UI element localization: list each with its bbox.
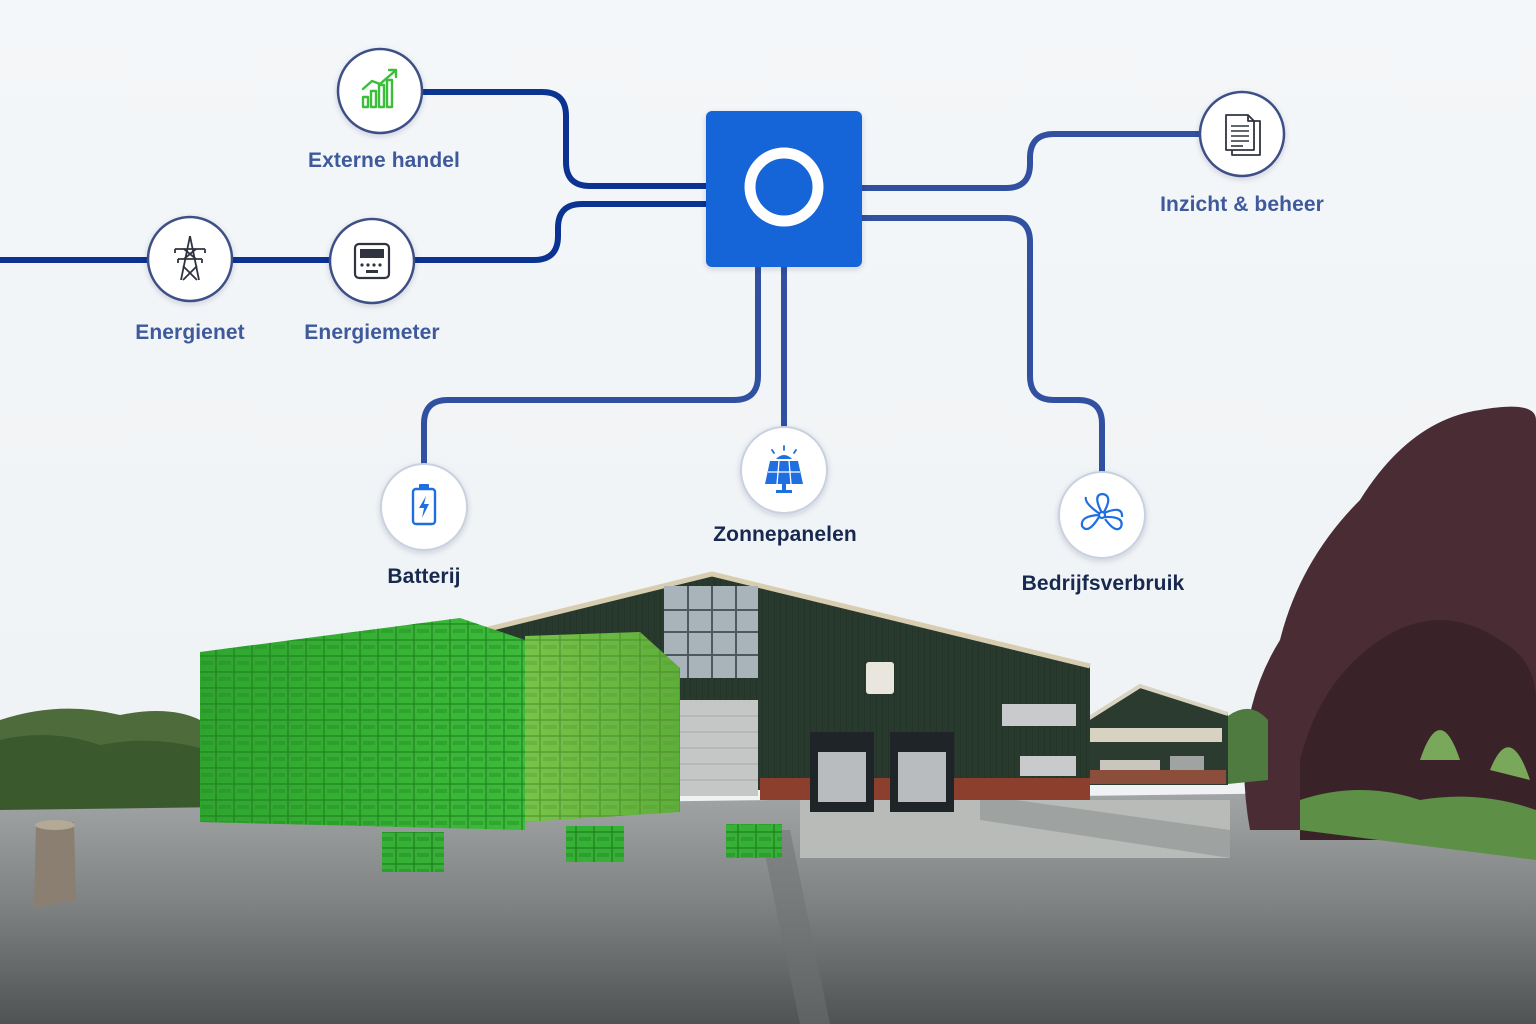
line-batterij	[421, 263, 761, 469]
battery-icon	[411, 484, 437, 526]
label-energiemeter: Energiemeter	[304, 321, 440, 344]
node-energienet[interactable]	[146, 215, 234, 303]
warehouse-photo	[0, 406, 1536, 1024]
label-inzicht-beheer: Inzicht & beheer	[1160, 193, 1324, 216]
line-inzicht-beheer	[859, 131, 1203, 191]
label-externe-handel: Externe handel	[308, 149, 460, 172]
power-pylon-icon	[174, 235, 206, 281]
chart-growth-icon	[361, 68, 398, 109]
label-energienet: Energienet	[135, 321, 245, 344]
label-batterij: Batterij	[387, 565, 461, 588]
label-zonnepanelen: Zonnepanelen	[713, 523, 857, 546]
node-zonnepanelen[interactable]	[740, 426, 828, 514]
ring-icon	[744, 147, 824, 227]
node-externe-handel[interactable]	[336, 47, 424, 135]
node-batterij[interactable]	[380, 463, 468, 551]
line-bedrijfsverbruik	[859, 215, 1105, 475]
line-energiemeter	[411, 201, 709, 263]
fan-icon	[1080, 492, 1124, 531]
solar-panel-icon	[765, 445, 803, 493]
node-energiemeter[interactable]	[328, 217, 416, 305]
energy-management-hub[interactable]	[706, 111, 862, 267]
label-bedrijfsverbruik: Bedrijfsverbruik	[1021, 572, 1185, 595]
line-externe-handel	[421, 89, 709, 189]
node-bedrijfsverbruik[interactable]	[1058, 471, 1146, 559]
energy-meter-icon	[353, 242, 391, 280]
node-inzicht-beheer[interactable]	[1198, 90, 1286, 178]
document-icon	[1225, 114, 1261, 156]
connection-lines	[0, 89, 1203, 475]
